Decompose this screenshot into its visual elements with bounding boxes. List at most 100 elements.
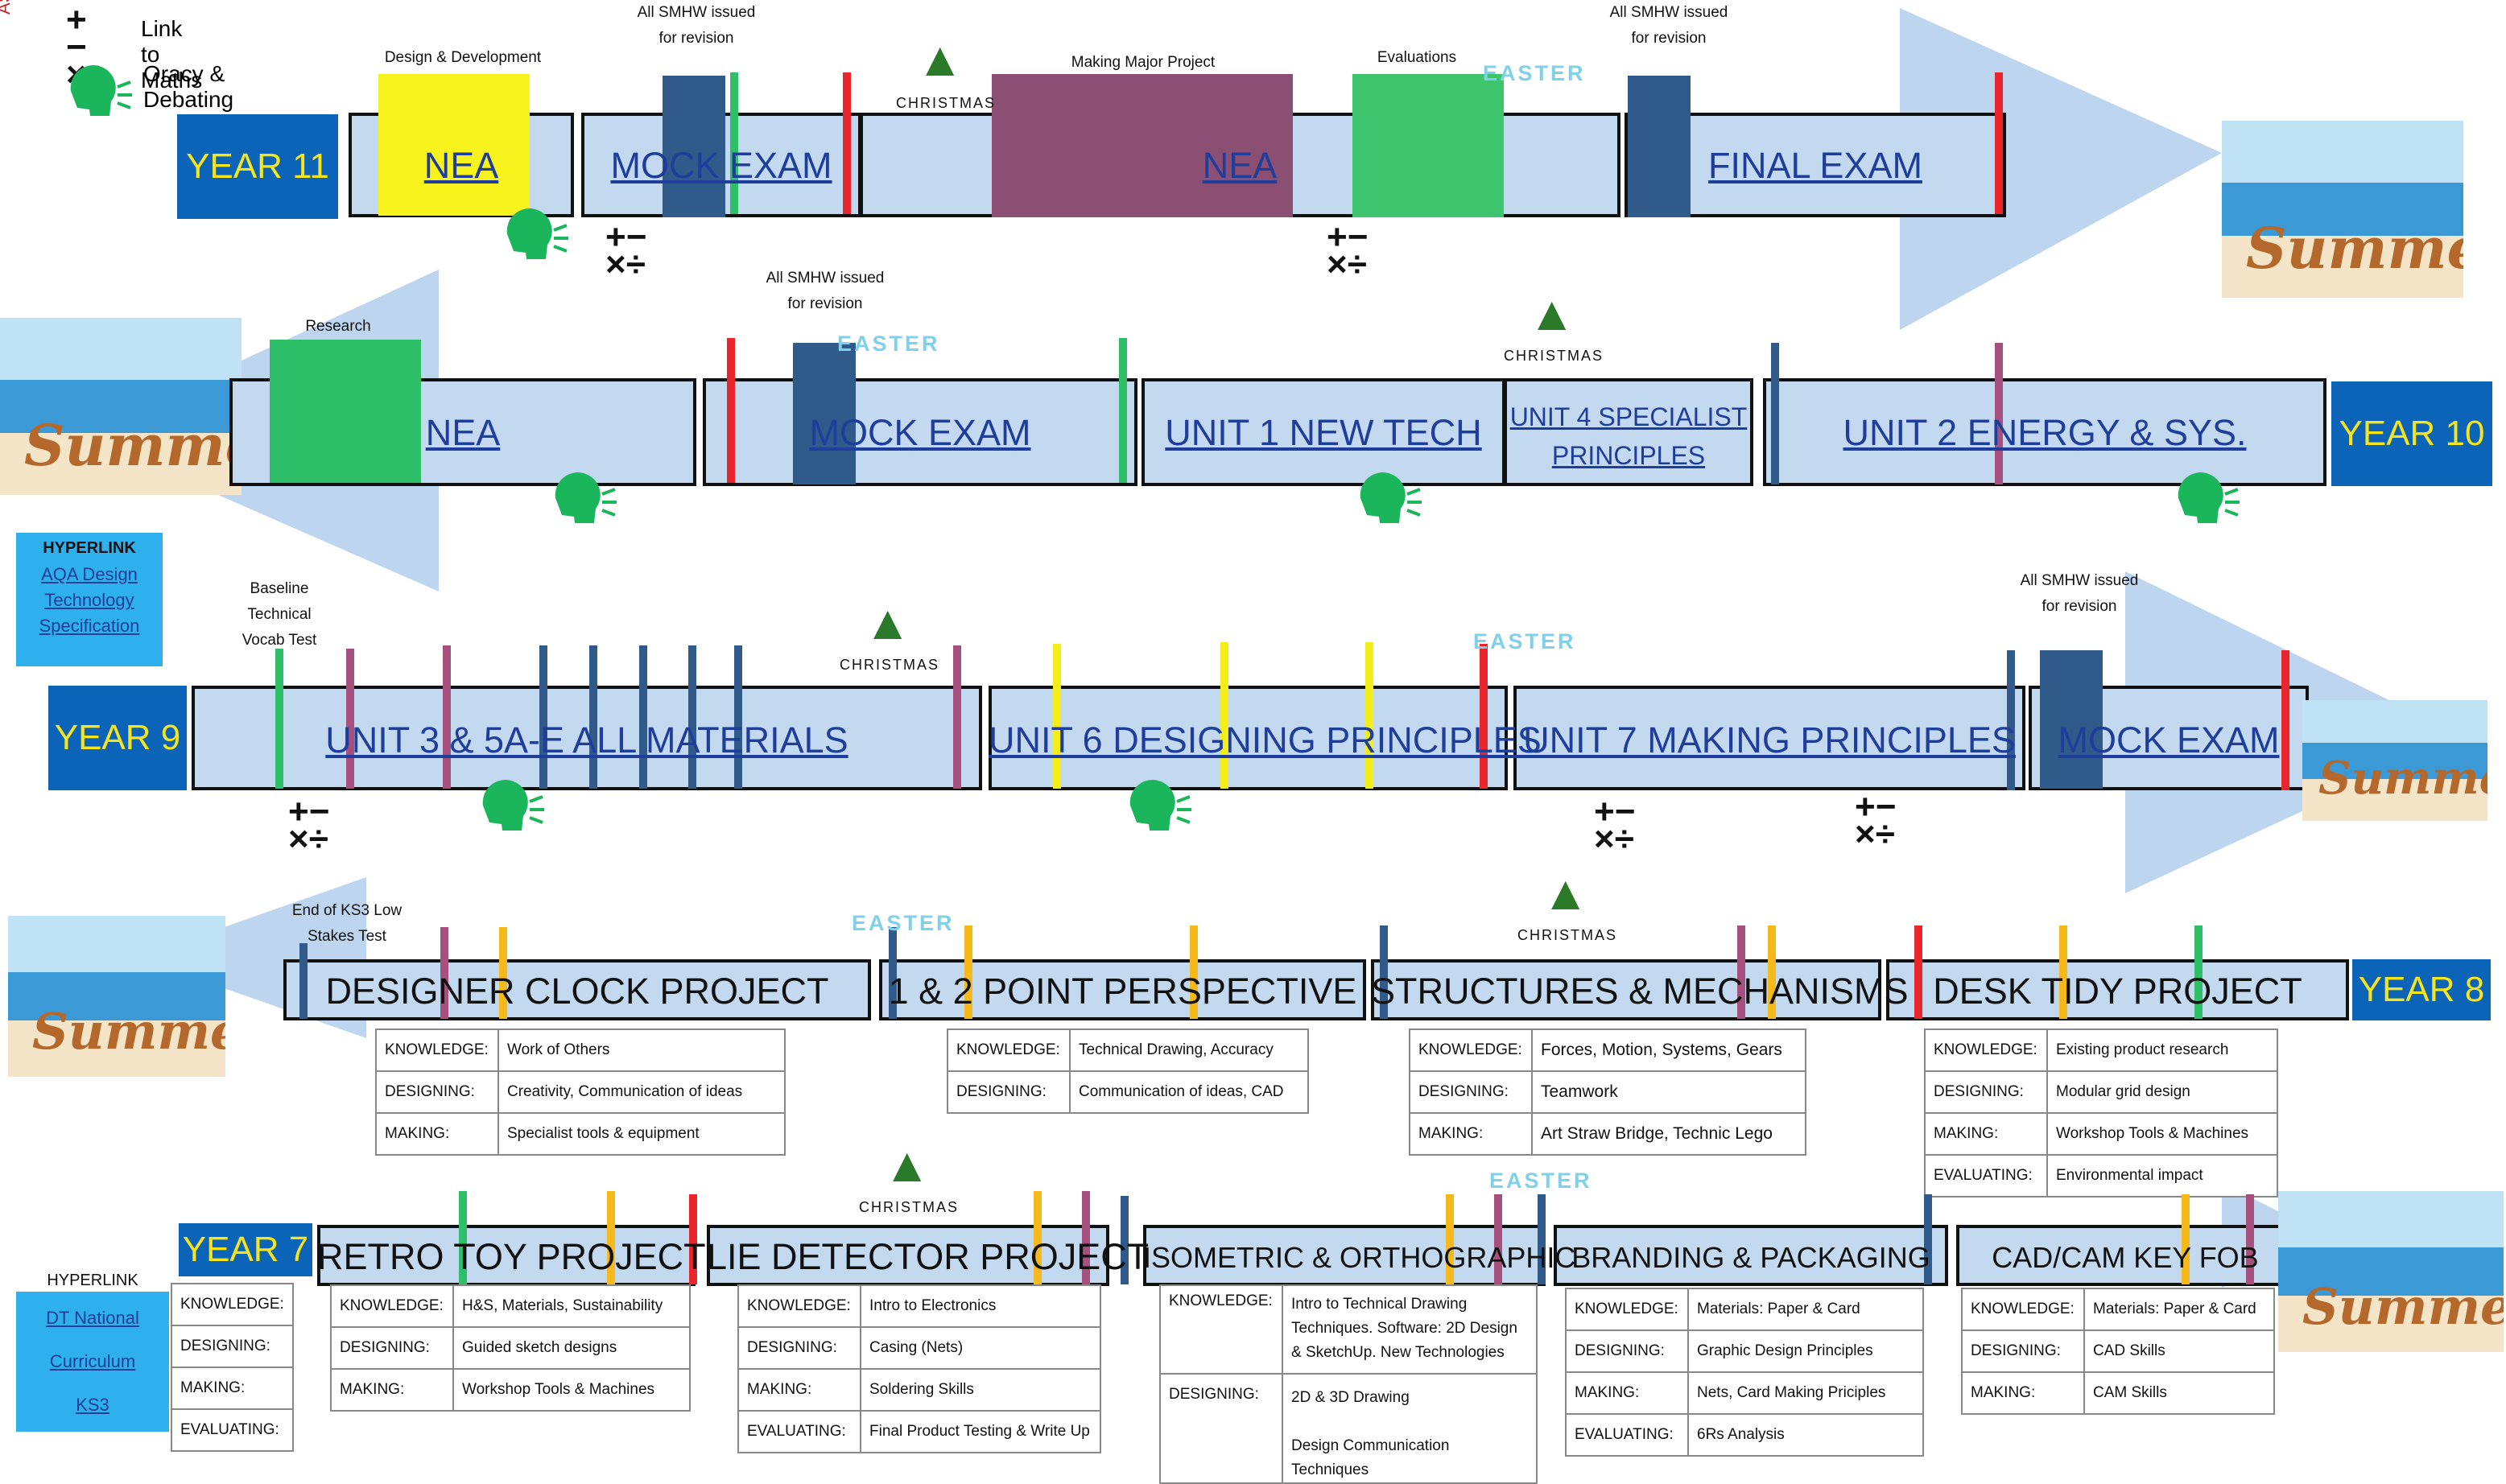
y8-marker	[889, 927, 897, 1019]
y7-marker	[2246, 1194, 2254, 1284]
summer-image: Summer	[2302, 700, 2487, 821]
legend-maths-label: Link to Maths	[141, 16, 203, 93]
y9-note-baseline: Baseline Technical Vocab Test	[242, 580, 317, 649]
y7-unit-cadcam: CAD/CAM KEY FOB	[1992, 1241, 2259, 1274]
y8-note-ks3: End of KS3 Low Stakes Test	[291, 902, 403, 945]
y7-marker	[689, 1194, 697, 1284]
oracy-icon	[1360, 472, 1422, 523]
hyperlink-national[interactable]: HYPERLINK DT National Curriculum KS3	[16, 1263, 169, 1432]
y9-marker	[1220, 642, 1228, 789]
y7-marker	[1082, 1191, 1090, 1284]
summer-image: Summer	[2278, 1191, 2504, 1352]
y9-marker	[1480, 644, 1488, 789]
y11-unit-nea-2[interactable]: NEA	[1202, 145, 1278, 186]
y10-unit-nea[interactable]: NEA	[425, 412, 501, 453]
y9-smhw-block	[2040, 650, 2103, 789]
y7-marker	[1924, 1194, 1932, 1284]
y9-unit-3[interactable]: UNIT 3 & 5A-E ALL MATERIALS	[325, 719, 848, 761]
y9-marker	[539, 645, 547, 789]
y11-unit-nea[interactable]: NEA	[423, 145, 499, 186]
y7-marker	[2182, 1194, 2190, 1284]
y9-bar-2	[989, 686, 1508, 790]
y7-marker	[1446, 1194, 1454, 1284]
y7-table-5: KNOWLEDGE:Materials: Paper & Card DESIGN…	[1961, 1288, 2275, 1415]
y10-marker	[1119, 338, 1127, 483]
y9-unit-mock[interactable]: MOCK EXAM	[2058, 719, 2280, 761]
hyperlink-line[interactable]: DT National	[46, 1308, 139, 1328]
y8-table-3: KNOWLEDGE:Forces, Motion, Systems, Gears…	[1409, 1028, 1806, 1156]
oracy-icon	[70, 65, 132, 116]
y10-note-smhw: All SMHW issued for revision	[766, 270, 885, 312]
y11-unit-mock[interactable]: MOCK EXAM	[610, 145, 832, 186]
year-10-label: YEAR 10	[2331, 381, 2492, 486]
hyperlink-line[interactable]: Specification	[39, 616, 140, 636]
y8-marker	[1914, 925, 1922, 1019]
y10-unit-2[interactable]: UNIT 2 ENERGY & SYS.	[1843, 412, 2247, 453]
y8-bar-3	[1371, 959, 1881, 1020]
y9-marker	[688, 645, 696, 789]
y11-design-dev-block	[378, 74, 530, 216]
oracy-icon	[555, 472, 617, 523]
christmas-label: CHRISTMAS	[1517, 927, 1617, 943]
tree-icon: ▲	[1528, 286, 1576, 340]
y9-marker	[275, 649, 283, 789]
y10-note-research: Research	[305, 318, 371, 335]
y8-marker	[499, 927, 507, 1019]
hyperlink-line[interactable]: Technology	[44, 590, 134, 610]
y7-marker	[1538, 1194, 1546, 1284]
y9-unit-7[interactable]: UNIT 7 MAKING PRINCIPLES	[1523, 719, 2016, 761]
y10-bar-4	[1504, 378, 1753, 486]
y10-marker	[727, 338, 735, 483]
easter-label: EASTER	[1489, 1169, 1592, 1193]
y9-marker	[1053, 644, 1061, 789]
year-9-label: YEAR 9	[48, 686, 187, 790]
y10-unit-mock[interactable]: MOCK EXAM	[809, 412, 1031, 453]
y9-bar-1	[192, 686, 982, 790]
tree-icon: ▲	[864, 596, 912, 649]
y9-unit-6[interactable]: UNIT 6 DESIGNING PRINCIPLES	[989, 719, 1542, 761]
tree-icon: ▲	[1542, 866, 1590, 920]
y7-table-4: KNOWLEDGE:Materials: Paper & Card DESIGN…	[1565, 1288, 1924, 1457]
y11-unit-final[interactable]: FINAL EXAM	[1708, 145, 1922, 186]
y11-smhw-block	[663, 76, 725, 217]
tree-icon: ▲	[883, 1138, 931, 1192]
y9-marker	[2281, 650, 2289, 790]
y11-making-block	[992, 74, 1293, 217]
y10-unit-1[interactable]: UNIT 1 NEW TECH	[1165, 412, 1482, 453]
y7-marker	[607, 1191, 615, 1284]
tree-icon: ▲	[916, 32, 964, 86]
y8-table-2: KNOWLEDGE:Technical Drawing, Accuracy DE…	[947, 1028, 1309, 1114]
y8-unit-perspective: 1 & 2 POINT PERSPECTIVE	[888, 971, 1357, 1012]
y11-note-design: Design & Development	[384, 49, 542, 66]
y7-unit-lie: LIE DETECTOR PROJECT	[707, 1236, 1150, 1277]
y11-marker	[730, 72, 738, 214]
hyperlink-line[interactable]: Curriculum	[49, 1351, 136, 1371]
y10-unit-4[interactable]: UNIT 4 SPECIALIST PRINCIPLES	[1509, 402, 1748, 470]
christmas-label: CHRISTMAS	[1503, 348, 1604, 364]
y10-marker	[1995, 343, 2003, 484]
y11-note-making: Making Major Project	[1071, 54, 1216, 71]
oracy-icon	[506, 208, 568, 259]
y8-unit-clock: DESIGNER CLOCK PROJECT	[325, 971, 829, 1012]
y9-note-smhw: All SMHW issued for revision	[2020, 572, 2139, 615]
christmas-label: CHRISTMAS	[858, 1199, 959, 1215]
hyperlink-aqa[interactable]: HYPERLINK AQA Design Technology Specific…	[16, 533, 163, 666]
y8-marker	[2194, 925, 2203, 1019]
christmas-label: CHRISTMAS	[839, 657, 939, 673]
y9-bar-3	[1513, 686, 2025, 790]
easter-label: EASTER	[1473, 629, 1576, 653]
y7-unit-iso: ISOMETRIC & ORTHOGRAPHIC	[1143, 1241, 1576, 1274]
y10-smhw-block	[793, 343, 856, 484]
y9-marker	[953, 645, 961, 789]
y8-marker	[1190, 925, 1198, 1019]
easter-label: EASTER	[852, 911, 955, 935]
legend-oracy-label: Oracy & Debating	[143, 61, 234, 112]
year-7-label: YEAR 7	[179, 1223, 312, 1276]
hyperlink-line[interactable]: AQA Design	[41, 564, 138, 584]
hyperlink-line[interactable]: KS3	[76, 1395, 109, 1415]
christmas-label: CHRISTMAS	[895, 95, 996, 111]
y9-marker	[443, 645, 451, 789]
maths-icon: +−×÷	[1594, 792, 1636, 859]
year-11-label: YEAR 11	[177, 114, 338, 219]
y9-marker	[2007, 650, 2015, 790]
